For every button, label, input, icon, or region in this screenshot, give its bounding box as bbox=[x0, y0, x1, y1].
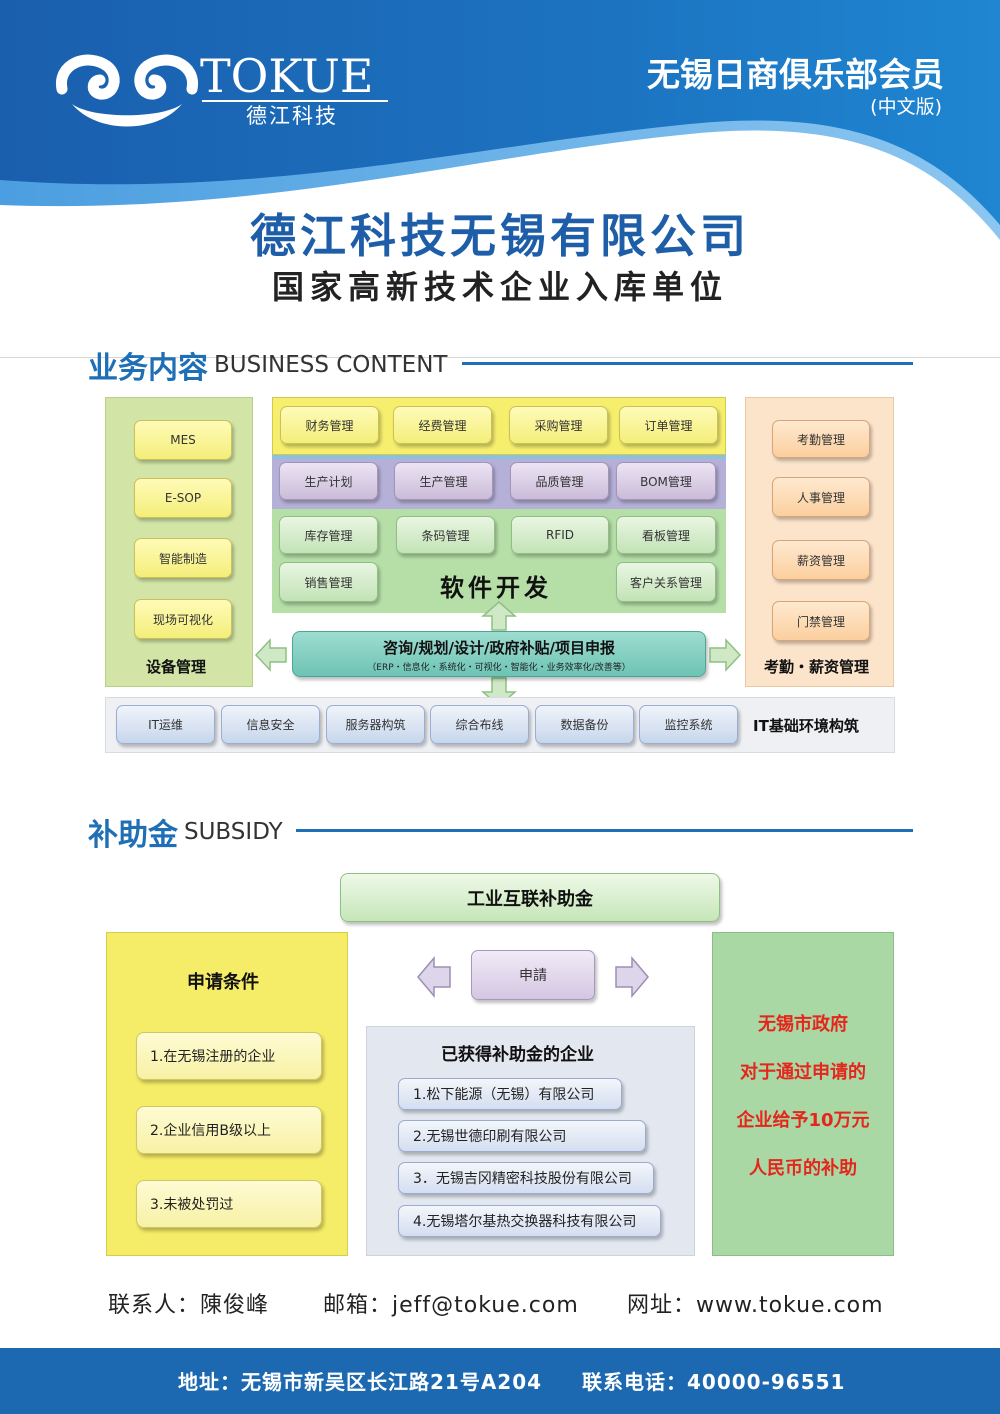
arrow-right-icon bbox=[615, 955, 649, 999]
software-item[interactable]: 生产计划 bbox=[279, 462, 378, 500]
arrow-right-icon bbox=[709, 638, 742, 672]
company-name: 德江科技无锡有限公司 bbox=[250, 209, 750, 263]
it-item[interactable]: 服务器构筑 bbox=[326, 705, 425, 744]
software-divider bbox=[272, 455, 726, 459]
government-text: 人民币的补助 bbox=[749, 1158, 857, 1179]
logo-subtext: 德江科技 bbox=[246, 104, 338, 128]
software-item[interactable]: 看板管理 bbox=[616, 516, 716, 554]
enterprise-item: 2.无锡世德印刷有限公司 bbox=[398, 1120, 646, 1152]
business-heading-line bbox=[462, 362, 913, 365]
government-text: 企业给予10万元 bbox=[736, 1110, 870, 1131]
it-item[interactable]: 信息安全 bbox=[221, 705, 320, 744]
software-item[interactable]: 条码管理 bbox=[396, 516, 495, 554]
enterprise-item: 3．无锡吉冈精密科技股份有限公司 bbox=[398, 1162, 654, 1194]
enterprise-item: 4.无锡塔尔基热交换器科技有限公司 bbox=[398, 1205, 661, 1237]
contact-person: 联系人：陳俊峰 bbox=[108, 1293, 270, 1318]
logo-wordmark: TOKUE bbox=[200, 49, 374, 103]
software-item[interactable]: 订单管理 bbox=[619, 406, 718, 444]
subsidy-heading-line bbox=[296, 829, 913, 832]
contact-email[interactable]: 邮箱：jeff@tokue.com bbox=[323, 1293, 579, 1318]
software-item[interactable]: 库存管理 bbox=[279, 516, 378, 554]
arrow-left-icon bbox=[254, 638, 287, 672]
hr-item[interactable]: 考勤管理 bbox=[772, 420, 870, 458]
hr-item[interactable]: 门禁管理 bbox=[772, 601, 870, 641]
hr-item[interactable]: 薪资管理 bbox=[772, 540, 870, 580]
equipment-item[interactable]: MES bbox=[134, 420, 232, 460]
header-title: 无锡日商俱乐部会员 bbox=[647, 55, 944, 94]
software-item[interactable]: 经费管理 bbox=[393, 406, 492, 444]
header-subtitle: (中文版) bbox=[870, 96, 942, 118]
it-title: IT基础环境构筑 bbox=[753, 717, 859, 735]
condition-item: 3.未被处罚过 bbox=[136, 1180, 322, 1228]
software-item[interactable]: 品质管理 bbox=[510, 462, 609, 500]
hr-item[interactable]: 人事管理 bbox=[772, 477, 870, 517]
equipment-item[interactable]: 现场可视化 bbox=[134, 599, 232, 639]
arrow-up-icon bbox=[481, 601, 517, 631]
it-item[interactable]: IT运维 bbox=[116, 705, 215, 744]
enterprises-title: 已获得补助金的企业 bbox=[441, 1045, 594, 1065]
footer-bar bbox=[0, 1348, 1000, 1414]
condition-item: 1.在无锡注册的企业 bbox=[136, 1032, 322, 1080]
government-text: 无锡市政府 bbox=[758, 1014, 848, 1035]
software-item[interactable]: RFID bbox=[511, 516, 609, 554]
subsidy-heading-zh: 补助金 bbox=[88, 818, 178, 853]
footer-phone: 联系电话：40000-96551 bbox=[582, 1370, 846, 1394]
contact-website[interactable]: 网址：www.tokue.com bbox=[627, 1293, 884, 1318]
software-item[interactable]: 财务管理 bbox=[280, 406, 379, 444]
government-panel bbox=[712, 932, 894, 1256]
enterprise-item: 1.松下能源（无锡）有限公司 bbox=[398, 1078, 622, 1110]
tokue-logo-icon bbox=[56, 54, 198, 127]
it-item[interactable]: 综合布线 bbox=[430, 705, 529, 744]
it-item[interactable]: 数据备份 bbox=[535, 705, 634, 744]
subsidy-heading-en: SUBSIDY bbox=[184, 819, 283, 845]
logo-underline bbox=[202, 100, 388, 102]
software-item[interactable]: BOM管理 bbox=[616, 462, 716, 500]
consulting-bar[interactable]: 咨询/规划/设计/政府补贴/项目申报 （ERP・信息化・系统化・可视化・智能化・… bbox=[292, 631, 706, 677]
it-item[interactable]: 监控系统 bbox=[639, 705, 738, 744]
company-tagline: 国家高新技术企业入库单位 bbox=[271, 268, 728, 306]
section-divider bbox=[0, 357, 1000, 358]
software-item[interactable]: 生产管理 bbox=[394, 462, 493, 500]
software-title: 软件开发 bbox=[440, 574, 552, 602]
software-item[interactable]: 采购管理 bbox=[509, 406, 608, 444]
apply-button[interactable]: 申請 bbox=[471, 950, 595, 1000]
conditions-title: 申请条件 bbox=[187, 972, 259, 993]
hr-title: 考勤・薪资管理 bbox=[764, 658, 870, 676]
business-heading-zh: 业务内容 bbox=[88, 351, 208, 386]
government-text: 对于通过申请的 bbox=[740, 1062, 866, 1083]
condition-item: 2.企业信用B级以上 bbox=[136, 1106, 322, 1154]
footer-address: 地址：无锡市新吴区长江路21号A204 bbox=[178, 1370, 543, 1394]
consulting-title: 咨询/规划/设计/政府补贴/项目申报 bbox=[383, 639, 615, 657]
equipment-title: 设备管理 bbox=[146, 658, 207, 676]
equipment-item[interactable]: 智能制造 bbox=[134, 538, 232, 578]
business-heading-en: BUSINESS CONTENT bbox=[214, 352, 448, 378]
consulting-subtitle: （ERP・信息化・系统化・可视化・智能化・业务效率化/改善等） bbox=[367, 663, 631, 673]
equipment-item[interactable]: E-SOP bbox=[134, 478, 232, 518]
subsidy-main-title: 工业互联补助金 bbox=[340, 873, 720, 922]
header-banner bbox=[0, 0, 1000, 240]
software-item-sales[interactable]: 销售管理 bbox=[279, 562, 378, 602]
software-item-crm[interactable]: 客户关系管理 bbox=[616, 562, 716, 602]
arrow-left-icon bbox=[417, 955, 451, 999]
